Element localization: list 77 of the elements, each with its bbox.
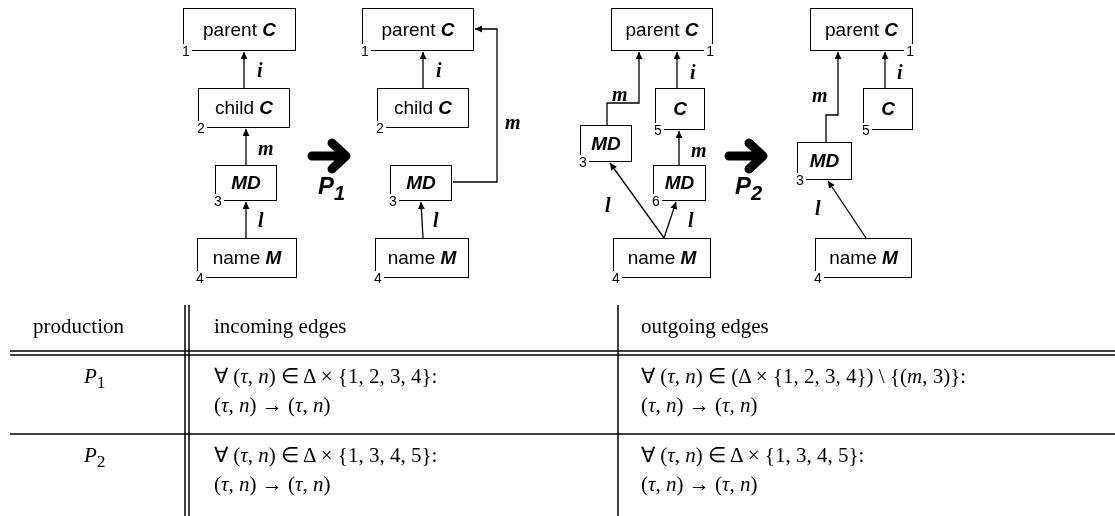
node-number: 3: [212, 194, 224, 208]
edge-label: m: [812, 85, 828, 105]
node-label: parent C: [625, 18, 699, 41]
node-number: 6: [650, 194, 662, 208]
table-cell: (τ, n) → (τ, n): [641, 393, 758, 417]
column-header: incoming edges: [214, 314, 347, 338]
arrow: [242, 128, 250, 166]
arrow: [242, 201, 250, 239]
node-label: parent C: [825, 18, 898, 41]
node-number: 2: [374, 121, 386, 135]
edge-label: m: [612, 84, 628, 104]
node-label: child C: [393, 97, 453, 119]
arrow: [240, 51, 248, 89]
node-label: MD: [664, 172, 695, 194]
node-label: MD: [406, 172, 436, 194]
edge-label: i: [436, 60, 442, 80]
node-label: name M: [387, 247, 457, 269]
node-number: 3: [794, 173, 806, 187]
arrow: [827, 180, 867, 239]
arrow: [417, 201, 425, 239]
node-number: 1: [704, 44, 716, 58]
node-label: child C: [214, 97, 274, 119]
edge-label: l: [815, 198, 821, 218]
node-label: MD: [591, 132, 621, 155]
node-number: 2: [195, 121, 207, 135]
table-cell: (τ, n) → (τ, n): [214, 472, 331, 496]
production-label: P$_{1}$: [318, 172, 346, 205]
table-cell: ∀ (τ, n) ∈ (Δ × {1, 2, 3, 4}) \ {(m, 3)}:: [641, 364, 967, 388]
arrow: [881, 51, 889, 89]
table-cell: P$_{2}$: [84, 443, 106, 474]
table-cell: ∀ (τ, n) ∈ Δ × {1, 2, 3, 4}:: [214, 364, 438, 388]
edge-label: m: [258, 138, 274, 158]
arrow: [606, 51, 643, 126]
node-number: 1: [904, 44, 916, 58]
node-number: 5: [652, 123, 664, 137]
arrow: [609, 162, 665, 239]
table-cell: P$_{1}$: [84, 364, 106, 395]
edge-label: l: [605, 195, 611, 215]
node-number: 3: [387, 194, 399, 208]
node-label: name M: [829, 247, 898, 269]
node-label: parent C: [203, 18, 276, 41]
arrow: [663, 201, 678, 239]
node-label: C: [673, 98, 687, 120]
node-label: C: [881, 98, 895, 120]
table-cell: ∀ (τ, n) ∈ Δ × {1, 3, 4, 5}:: [214, 443, 438, 467]
edge-label: i: [257, 60, 263, 80]
node-label: MD: [231, 172, 261, 194]
edge-label: i: [897, 62, 903, 82]
node-label: parent C: [381, 18, 455, 41]
node-number: 1: [180, 44, 192, 58]
table-cell: (τ, n) → (τ, n): [214, 393, 331, 417]
node-label: MD: [809, 150, 840, 172]
column-header: outgoing edges: [641, 314, 769, 338]
node-number: 4: [194, 271, 206, 285]
node-number: 4: [610, 271, 622, 285]
node-number: 4: [812, 271, 824, 285]
edge-label: l: [258, 210, 264, 230]
arrow: [419, 51, 427, 89]
edge-label: l: [433, 210, 439, 230]
node-number: 4: [372, 271, 384, 285]
table-cell: ∀ (τ, n) ∈ Δ × {1, 3, 4, 5}:: [641, 443, 865, 467]
column-header: production: [33, 314, 124, 338]
arrow: [825, 51, 842, 143]
node-number: 3: [577, 155, 589, 169]
edge-label: m: [505, 112, 521, 132]
node-label: name M: [627, 247, 697, 269]
edge-label: i: [690, 62, 696, 82]
edge-label: m: [691, 140, 707, 160]
edge-label: l: [688, 210, 694, 230]
node-label: name M: [212, 247, 282, 269]
arrow: [452, 25, 498, 183]
production-label: P$_{2}$: [735, 172, 763, 205]
node-number: 5: [860, 123, 872, 137]
arrow: [673, 51, 681, 89]
node-number: 1: [359, 44, 371, 58]
arrow: [675, 130, 683, 166]
table-cell: (τ, n) → (τ, n): [641, 472, 758, 496]
